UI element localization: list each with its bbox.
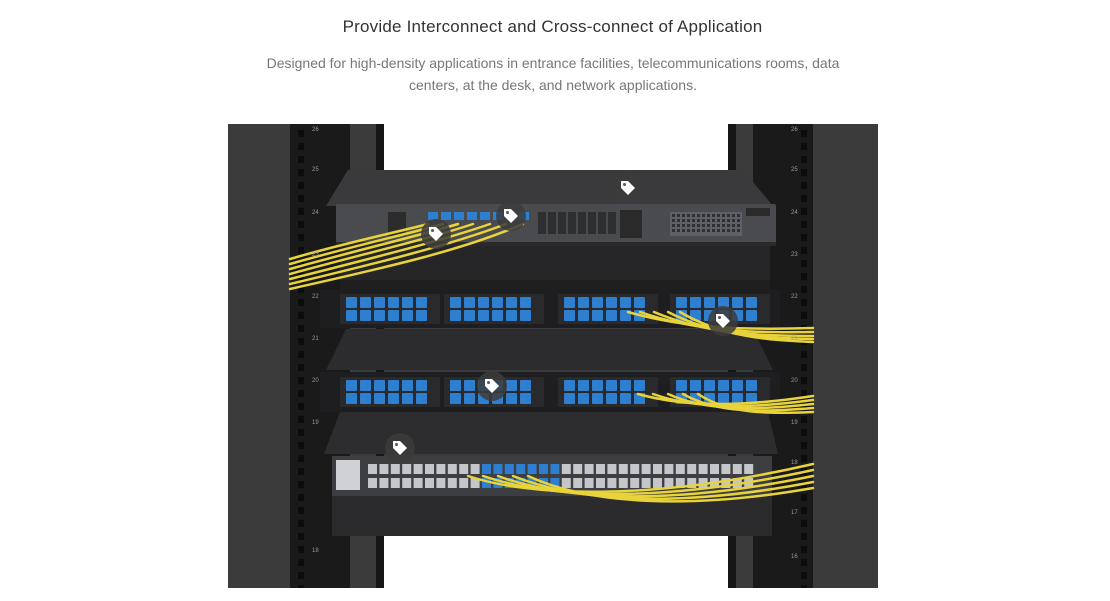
section-title: Provide Interconnect and Cross-connect o… <box>342 17 763 36</box>
rack-unit-label: 20 <box>791 378 798 384</box>
rack-unit-label: 21 <box>312 336 319 342</box>
rack-unit-label: 23 <box>312 252 319 258</box>
tag-icon[interactable] <box>496 201 526 231</box>
product-photo: 26 25 24 23 22 21 20 19 18 26 25 24 23 22 21 20 19 18 17 16 <box>228 124 878 588</box>
rack-unit-label: 22 <box>312 294 319 300</box>
tag-icon[interactable] <box>708 306 738 336</box>
rack-unit-label: 25 <box>791 167 798 173</box>
top-switch <box>326 170 776 246</box>
rack-unit-label: 16 <box>791 554 798 560</box>
section-description: Designed for high-density applications i… <box>266 55 840 93</box>
tag-icon[interactable] <box>477 371 507 401</box>
tag-icon[interactable] <box>385 433 415 463</box>
rack-unit-label: 19 <box>312 420 319 426</box>
rack-unit-label: 23 <box>791 252 798 258</box>
rack-unit-label: 26 <box>791 127 798 133</box>
rack-unit-label: 17 <box>791 510 798 516</box>
patch-panel-1 <box>320 290 780 328</box>
rack-unit-label: 26 <box>312 127 319 133</box>
rack-unit-label: 24 <box>312 210 319 216</box>
rack-unit-label: 22 <box>791 294 798 300</box>
rack-unit-label: 24 <box>791 210 798 216</box>
rack-unit-label: 20 <box>312 378 319 384</box>
rack-unit-label: 18 <box>791 460 798 466</box>
rack-unit-label: 19 <box>791 420 798 426</box>
rack-unit-label: 21 <box>791 336 798 342</box>
rack-unit-label: 18 <box>312 548 319 554</box>
tag-icon[interactable] <box>421 219 451 249</box>
rack-unit-label: 25 <box>312 167 319 173</box>
tag-icon[interactable] <box>613 173 643 203</box>
